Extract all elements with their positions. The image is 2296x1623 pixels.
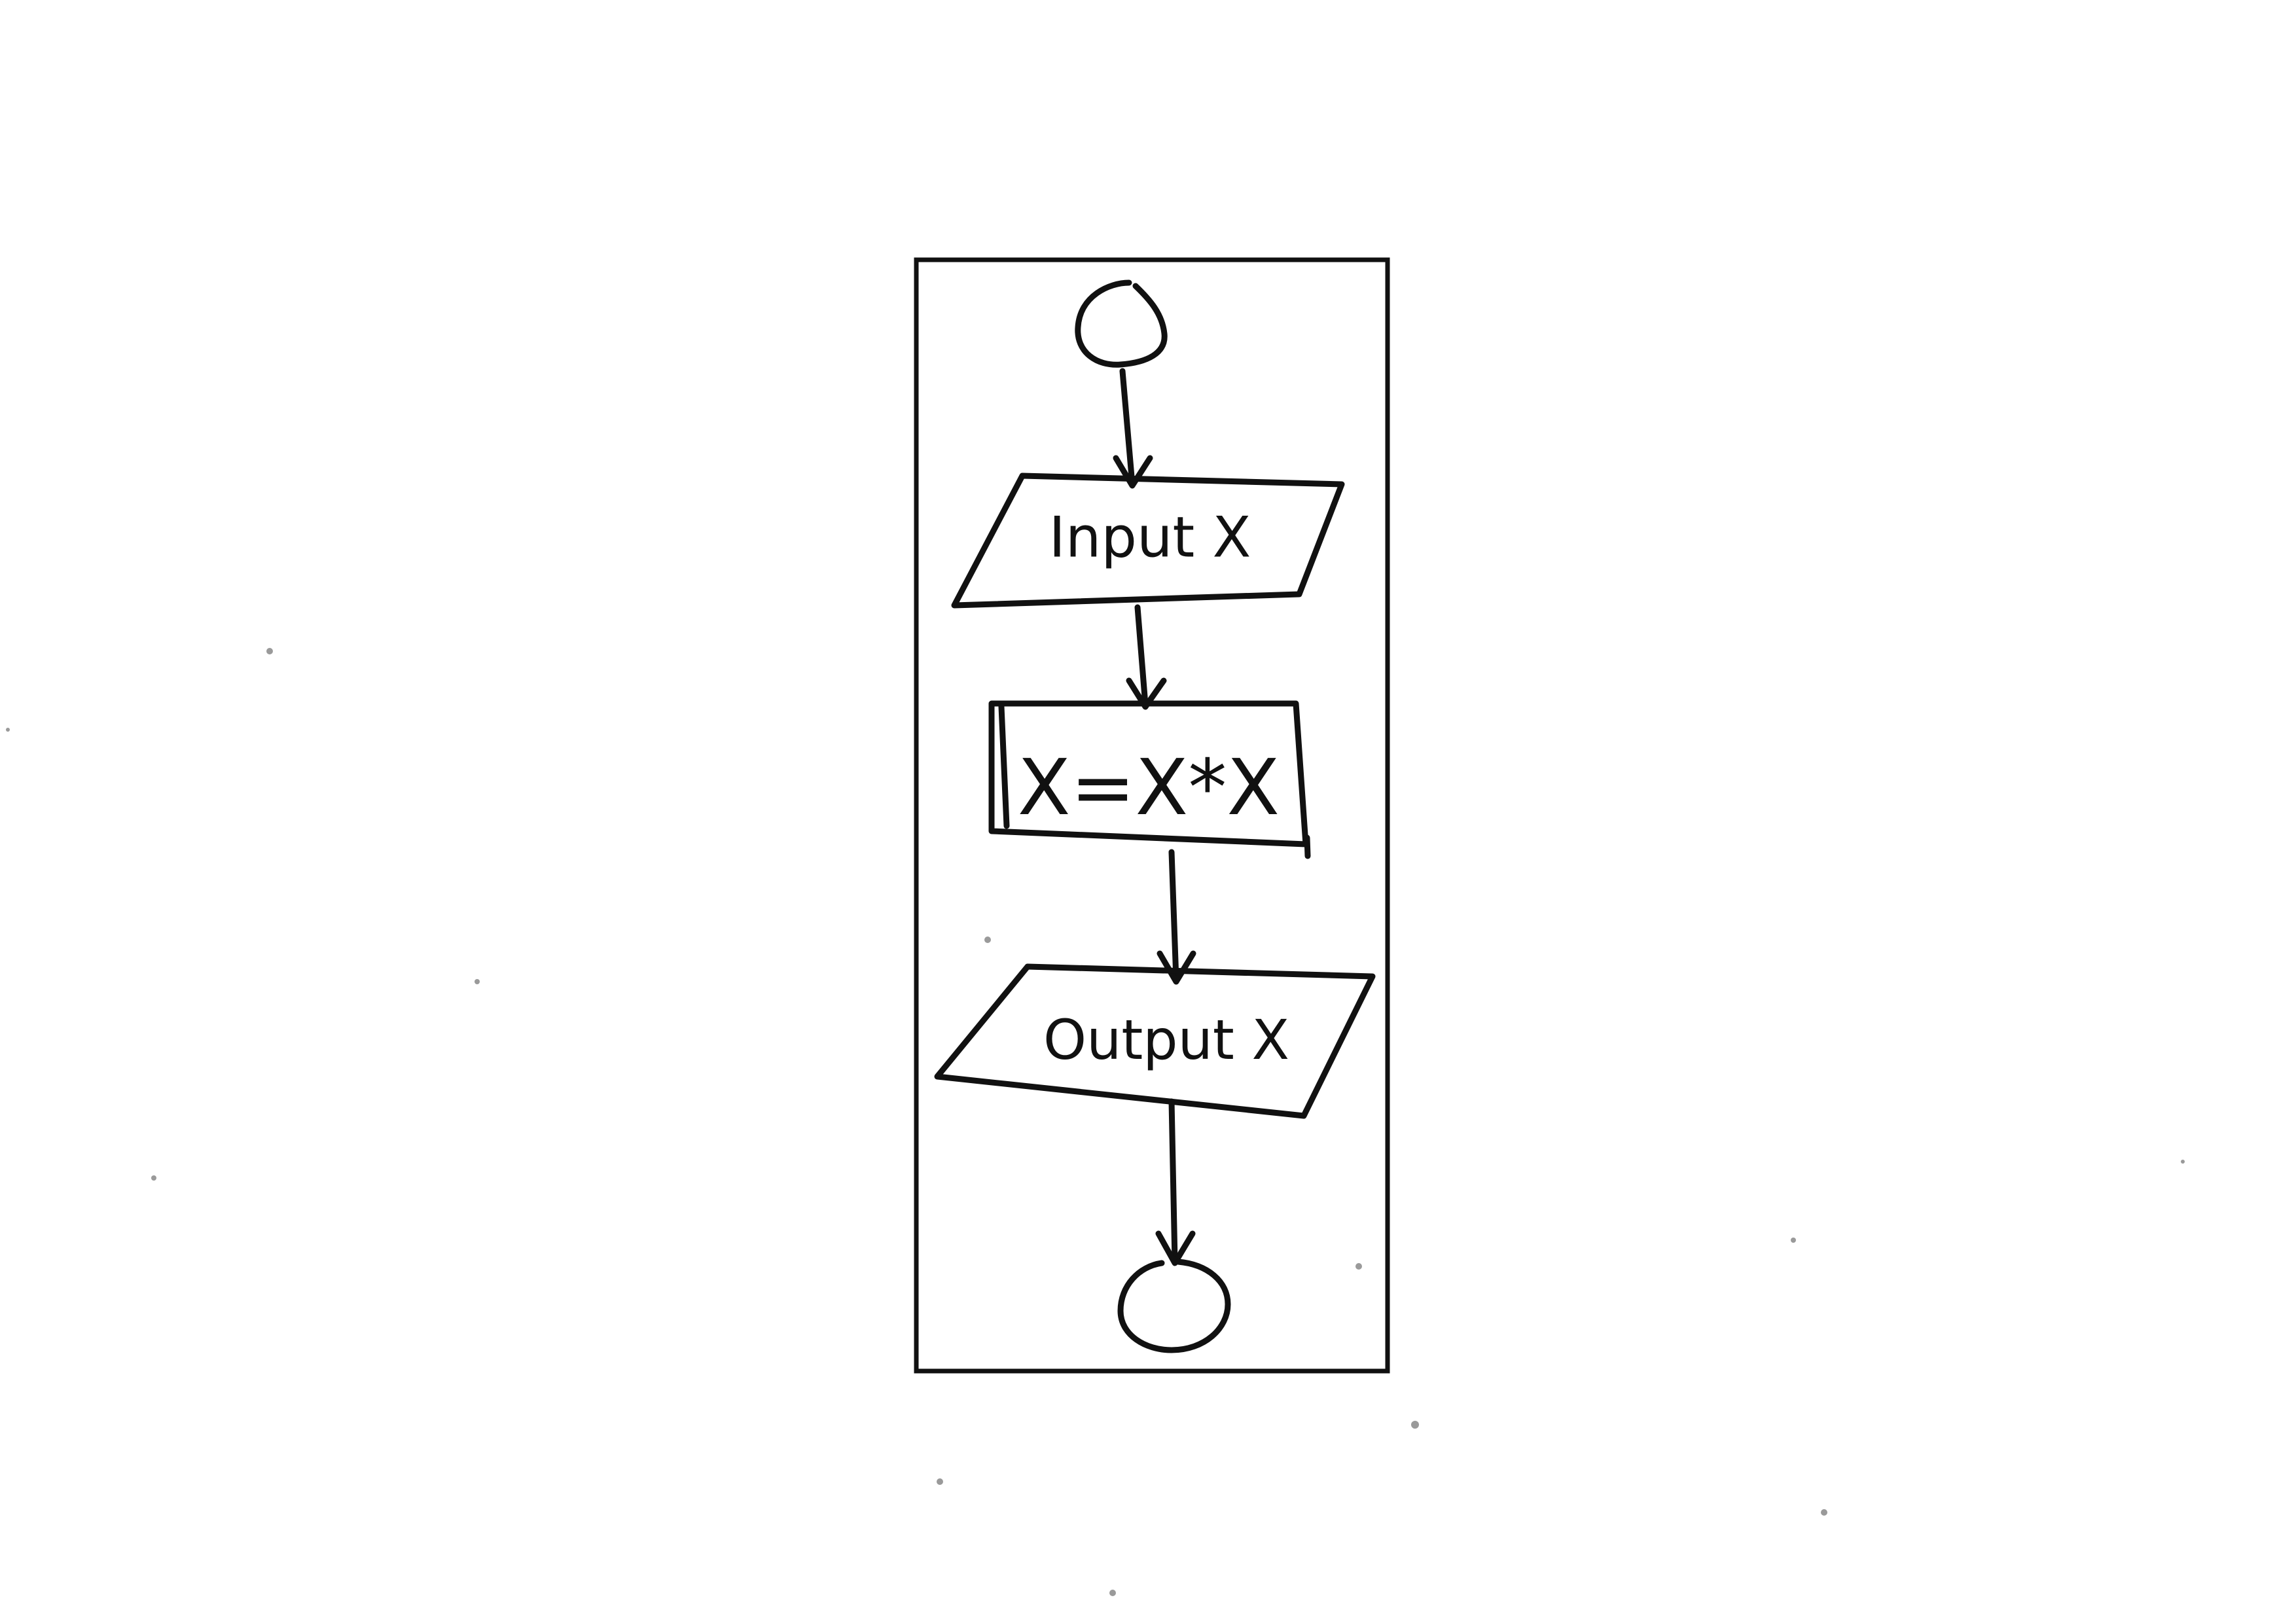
start-terminator xyxy=(1075,279,1168,368)
connector-input-process xyxy=(1126,604,1167,710)
connector-start-input xyxy=(1113,368,1153,489)
process-node: X=X*X xyxy=(988,700,1311,859)
input-parallelogram xyxy=(951,473,1345,609)
diagram-frame xyxy=(914,257,1390,1374)
connector-process-output xyxy=(1157,849,1196,985)
output-node: Output X xyxy=(934,963,1376,1119)
output-parallelogram xyxy=(934,963,1376,1119)
input-node-label: Input X xyxy=(1049,505,1251,570)
input-node: Input X xyxy=(951,473,1345,609)
connector-output-end xyxy=(1155,1098,1196,1266)
process-node-label: X=X*X xyxy=(1018,742,1280,832)
output-node-label: Output X xyxy=(1043,1008,1289,1072)
end-terminator xyxy=(1117,1258,1231,1353)
paper-specks xyxy=(6,648,2185,1596)
